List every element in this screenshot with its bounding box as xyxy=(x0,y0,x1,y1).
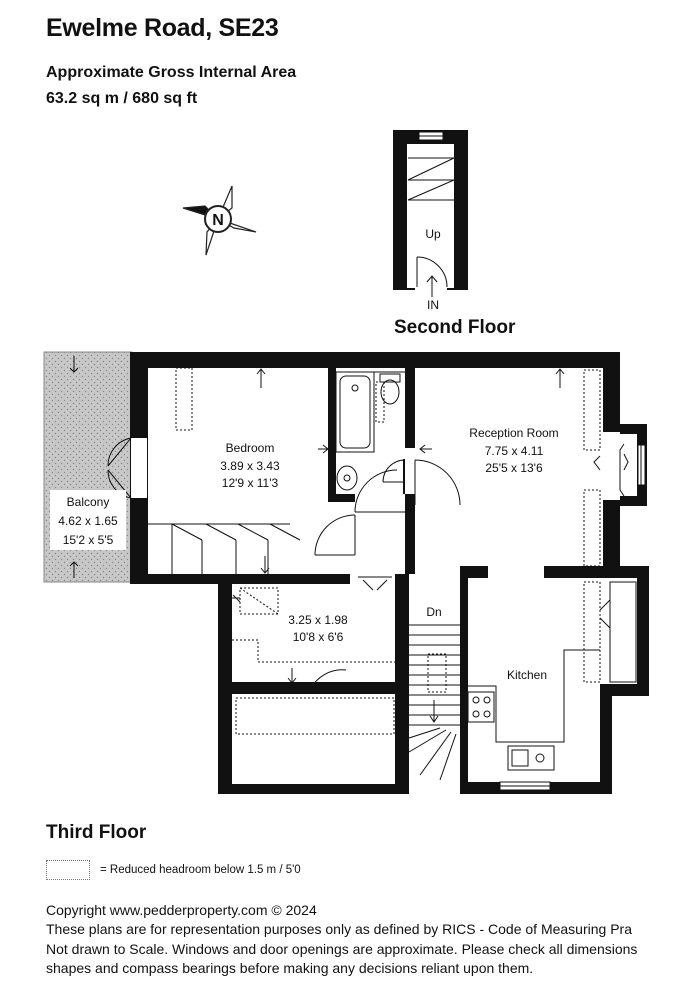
legend-swatch xyxy=(46,860,90,880)
copyright-text: Copyright www.pedderproperty.com © 2024 xyxy=(46,902,317,918)
area-label: Approximate Gross Internal Area xyxy=(46,64,297,81)
compass-letter: N xyxy=(212,212,224,229)
third-floor-heading: Third Floor xyxy=(46,822,147,843)
bedroom-name: Bedroom xyxy=(226,441,275,455)
balcony-metric: 4.62 x 1.65 xyxy=(58,514,118,528)
store-imperial: 10'8 x 6'6 xyxy=(293,630,344,644)
store-fixtures xyxy=(232,587,395,735)
reception-fixtures xyxy=(419,368,629,567)
compass-icon: N xyxy=(182,185,257,256)
kitchen-fixtures xyxy=(467,581,637,771)
balcony-name: Balcony xyxy=(67,495,110,509)
bedroom-fixtures xyxy=(148,367,329,574)
reception-name: Reception Room xyxy=(469,426,558,440)
entry-label: IN xyxy=(427,298,439,312)
windows xyxy=(499,444,646,791)
disclaimer-line-1: These plans are for representation purpo… xyxy=(46,921,632,937)
plan-title: Ewelme Road, SE23 xyxy=(46,14,279,42)
bathroom-fixtures xyxy=(335,371,406,494)
area-value: 63.2 sq m / 680 sq ft xyxy=(46,90,198,107)
legend-text: = Reduced headroom below 1.5 m / 5'0 xyxy=(100,864,301,876)
third-floor-walls xyxy=(130,352,649,794)
balcony-label-box xyxy=(50,490,126,550)
reception-metric: 7.75 x 4.11 xyxy=(485,444,544,458)
stairs-down xyxy=(408,624,460,781)
disclaimer-line-2: Not drawn to Scale. Windows and door ope… xyxy=(46,941,638,957)
balcony-arrows xyxy=(69,356,79,578)
balcony-imperial: 15'2 x 5'5 xyxy=(63,533,114,547)
stairs-down-label: Dn xyxy=(426,605,441,619)
reception-imperial: 25'5 x 13'6 xyxy=(485,461,543,475)
second-floor-plan: Up IN xyxy=(393,130,468,312)
bedroom-metric: 3.89 x 3.43 xyxy=(220,459,280,473)
stair-up-label: Up xyxy=(425,227,441,241)
balcony-doors xyxy=(107,437,147,499)
bedroom-imperial: 12'9 x 11'3 xyxy=(222,476,279,490)
store-metric: 3.25 x 1.98 xyxy=(288,613,348,627)
kitchen-name: Kitchen xyxy=(507,668,547,682)
hall-doors xyxy=(232,459,461,603)
disclaimer-line-3: shapes and compass bearings before makin… xyxy=(46,960,534,976)
second-floor-heading: Second Floor xyxy=(394,317,516,338)
